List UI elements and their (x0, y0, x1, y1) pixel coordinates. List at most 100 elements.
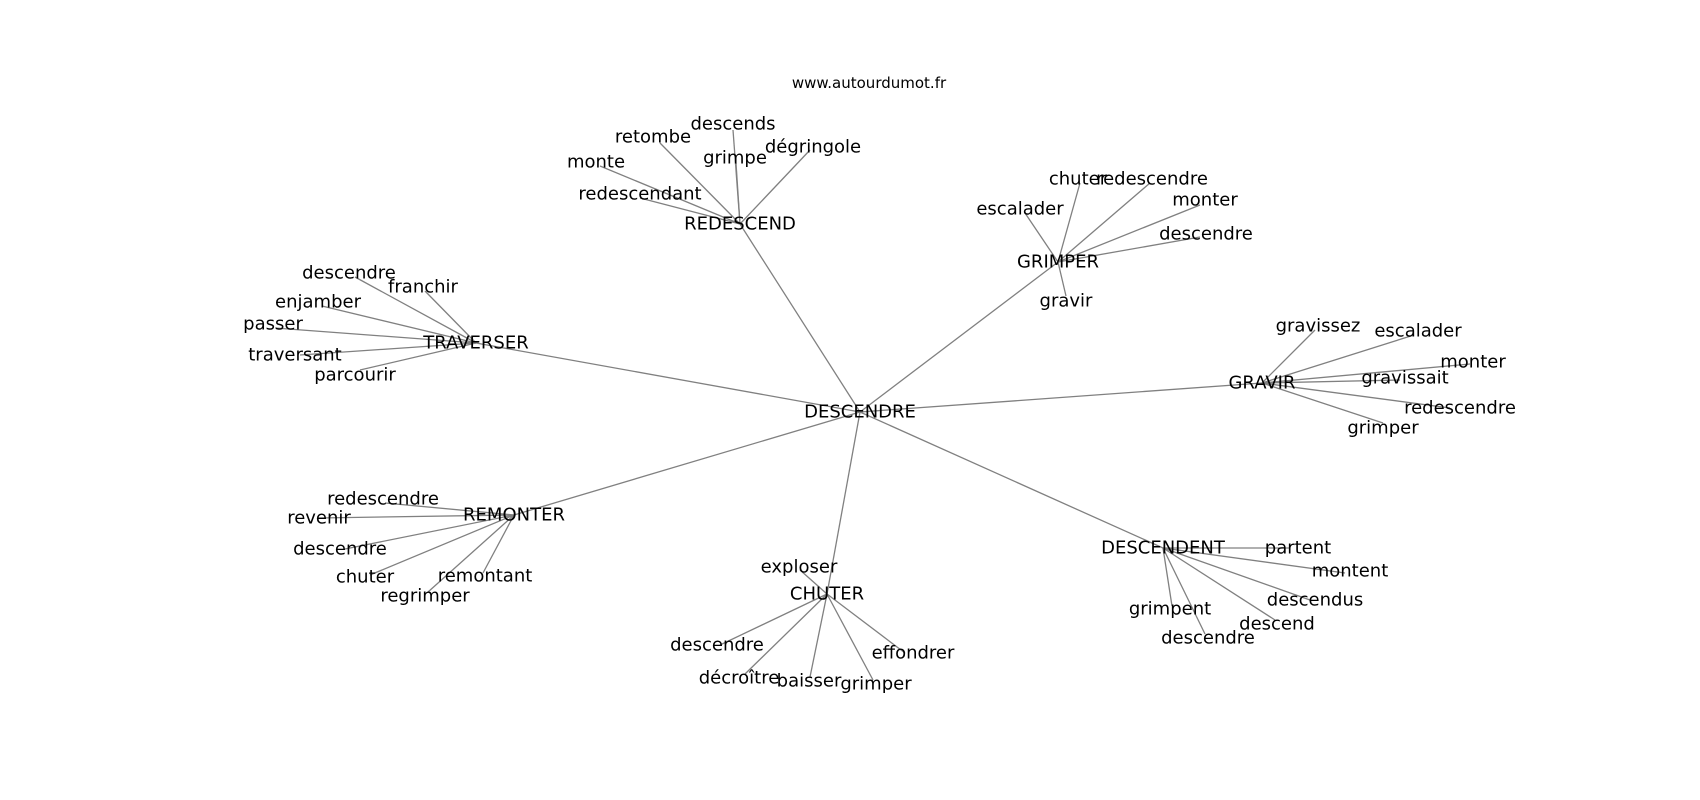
leaf-node-chuter-effondrer: effondrer (872, 643, 955, 664)
hub-node-redescend: REDESCEND (684, 214, 796, 235)
leaf-node-grimper-redescendre: redescendre (1096, 169, 1208, 190)
edge-redescend-degringole (739, 149, 811, 225)
leaf-node-remonter-chuter: chuter (336, 567, 395, 588)
center-node-descendre: DESCENDRE (804, 402, 916, 423)
graph-edges (274, 129, 1471, 681)
edge-chuter-exploser (799, 569, 828, 595)
edge-gravir-monter (1261, 363, 1471, 384)
edge-center-traverser (475, 342, 861, 413)
leaf-node-chuter-exploser: exploser (761, 557, 838, 578)
leaf-node-grimper-monter: monter (1172, 190, 1238, 211)
leaf-node-grimper-gravir: gravir (1040, 291, 1094, 312)
edge-redescend-monte (599, 165, 741, 225)
edge-traverser-descendre (354, 276, 477, 344)
edge-descendent-descend (1162, 547, 1276, 621)
edge-gravir-gravissez (1261, 329, 1316, 384)
edge-traverser-enjamber (321, 305, 477, 344)
leaf-node-grimper-escalader: escalader (976, 199, 1064, 220)
leaf-node-traverser-traversant: traversant (248, 345, 342, 366)
leaf-node-descendent-descend: descend (1239, 614, 1315, 635)
edge-traverser-passer (274, 327, 477, 344)
leaf-node-grimper-descendre: descendre (1159, 224, 1253, 245)
edge-remonter-chuter (369, 514, 515, 576)
leaf-node-gravir-gravissait: gravissait (1361, 368, 1448, 389)
hub-node-gravir: GRAVIR (1228, 373, 1295, 394)
leaf-node-remonter-regrimper: regrimper (380, 586, 470, 607)
edge-remonter-revenir (317, 514, 515, 519)
leaf-node-remonter-descendre: descendre (293, 539, 387, 560)
edge-center-redescend (739, 223, 861, 413)
edge-chuter-descendre (719, 593, 828, 646)
edge-center-chuter (826, 411, 861, 595)
edge-grimper-chuter (1057, 182, 1081, 263)
edge-traverser-parcourir (359, 342, 477, 371)
edge-grimper-redescendre (1057, 182, 1151, 263)
edge-descendent-descendus (1162, 547, 1311, 601)
leaf-node-chuter-decroitre: décroître (699, 668, 780, 689)
leaf-node-traverser-enjamber: enjamber (275, 292, 362, 313)
edge-remonter-remontant (482, 514, 515, 574)
leaf-node-chuter-baisser: baisser (777, 671, 842, 692)
leaf-node-grimper-chuter: chuter (1049, 169, 1108, 190)
leaf-node-gravir-gravissez: gravissez (1276, 316, 1361, 337)
edge-remonter-redescendre (384, 502, 515, 516)
edge-descendent-descendre (1162, 547, 1206, 635)
site-credit: www.autourdumot.fr (792, 74, 947, 92)
edge-grimper-gravir (1057, 261, 1067, 297)
leaf-node-redescend-descends: descends (690, 114, 775, 135)
leaf-node-traverser-passer: passer (243, 314, 303, 335)
edge-traverser-traversant (299, 342, 477, 356)
edge-chuter-baisser (809, 593, 828, 678)
edge-grimper-escalader (1024, 212, 1059, 263)
leaf-node-traverser-parcourir: parcourir (314, 365, 396, 386)
hub-node-traverser: TRAVERSER (422, 333, 528, 354)
edge-remonter-regrimper (427, 514, 515, 593)
leaf-node-redescend-retombe: retombe (615, 127, 691, 148)
leaf-node-redescend-redescendant: redescendant (578, 184, 701, 205)
hub-node-descendent: DESCENDENT (1101, 538, 1226, 559)
leaf-node-chuter-grimper: grimper (840, 674, 912, 695)
leaf-node-descendent-descendus: descendus (1267, 590, 1363, 611)
edge-grimper-descendre (1057, 236, 1201, 263)
hub-node-remonter: REMONTER (463, 505, 565, 526)
edge-descendent-montent (1162, 547, 1346, 574)
edge-redescend-redescendant (639, 197, 741, 225)
leaf-node-descendent-montent: montent (1312, 561, 1389, 582)
leaf-node-redescend-grimpe: grimpe (703, 148, 767, 169)
edge-chuter-effondrer (826, 593, 906, 654)
edge-center-remonter (513, 411, 861, 516)
leaf-node-descendent-descendre: descendre (1161, 628, 1255, 649)
edge-traverser-franchir (424, 290, 477, 344)
edge-gravir-escalader (1261, 334, 1415, 384)
leaf-node-gravir-redescendre: redescendre (1404, 398, 1516, 419)
edge-gravir-grimper (1261, 382, 1384, 424)
leaf-node-traverser-franchir: franchir (388, 277, 458, 298)
leaf-node-gravir-escalader: escalader (1374, 321, 1462, 342)
leaf-node-redescend-monte: monte (567, 152, 625, 173)
edge-chuter-grimper (826, 593, 874, 681)
edge-redescend-grimpe (735, 162, 741, 225)
hub-node-grimper: GRIMPER (1017, 252, 1099, 273)
leaf-node-descendent-grimpent: grimpent (1129, 599, 1211, 620)
edge-gravir-gravissait (1261, 379, 1401, 384)
leaf-node-remonter-redescendre: redescendre (327, 489, 439, 510)
leaf-node-descendent-partent: partent (1265, 538, 1331, 559)
leaf-node-remonter-remontant: remontant (438, 566, 533, 587)
leaf-node-remonter-revenir: revenir (287, 508, 351, 529)
edge-chuter-decroitre (744, 593, 828, 675)
leaf-node-traverser-descendre: descendre (302, 263, 396, 284)
leaf-node-redescend-degringole: dégringole (765, 137, 861, 158)
edge-grimper-monter (1057, 204, 1201, 263)
edge-center-grimper (859, 261, 1059, 413)
hub-node-chuter: CHUTER (790, 584, 864, 605)
leaf-node-gravir-monter: monter (1440, 352, 1506, 373)
edge-redescend-retombe (659, 142, 741, 225)
edge-center-gravir (859, 382, 1263, 413)
edge-center-descendent (859, 411, 1164, 549)
leaf-node-gravir-grimper: grimper (1347, 418, 1419, 439)
edge-gravir-redescendre (1261, 382, 1451, 409)
edge-remonter-descendre (344, 514, 515, 550)
leaf-node-chuter-descendre: descendre (670, 635, 764, 656)
